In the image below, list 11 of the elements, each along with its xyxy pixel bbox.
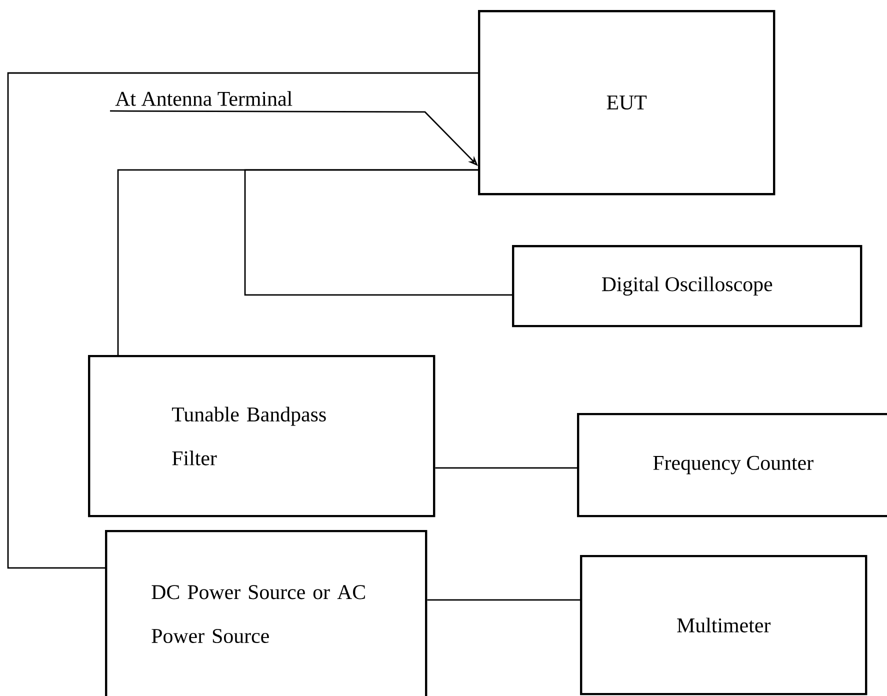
connection-line [435, 467, 577, 469]
connection-line [427, 599, 580, 601]
device-box: Tunable Bandpass Filter [88, 354, 436, 518]
device-box: Digital Oscilloscope [512, 245, 862, 328]
connection-line [244, 169, 512, 296]
device-box: DC Power Source or AC Power Source [105, 530, 428, 696]
device-box: EUT [478, 10, 776, 196]
connection-line [7, 72, 478, 569]
device-box: Multimeter [580, 554, 868, 696]
terminal-label: At Antenna Terminal [115, 91, 292, 106]
device-box: Frequency Counter [577, 412, 887, 518]
